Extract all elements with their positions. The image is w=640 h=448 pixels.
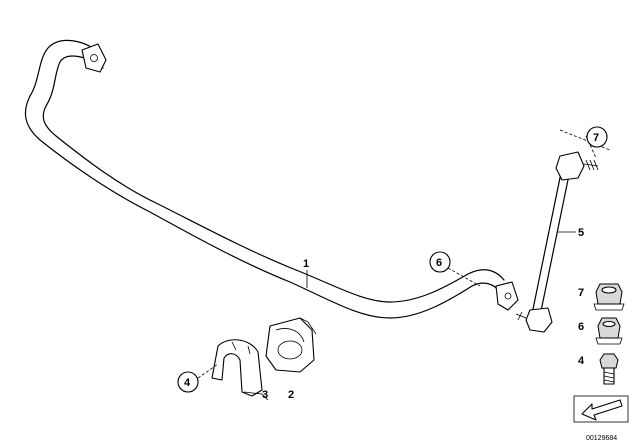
bolt-icon: [599, 353, 619, 385]
callout-6: 6: [429, 251, 481, 287]
collar-nut-icon: [595, 317, 623, 345]
callout-1-label: 1: [303, 258, 309, 270]
fastener-legend: 7 6 4: [573, 283, 629, 423]
callout-2: 2: [288, 389, 294, 401]
diagram-id: 00129684: [586, 435, 617, 442]
callout-3-label: 3: [262, 389, 268, 401]
clamp-bracket: [211, 339, 269, 401]
callout-5: 5: [558, 227, 584, 239]
callout-7: 7: [559, 126, 611, 159]
flange-nut-icon: [593, 283, 625, 311]
callout-2-label: 2: [288, 389, 294, 401]
callout-5-label: 5: [578, 227, 584, 239]
callout-4: 4: [177, 363, 219, 393]
callout-4-label: 4: [184, 377, 191, 389]
legend-4-label: 4: [578, 355, 585, 367]
callout-6-label: 6: [436, 257, 442, 269]
stabilizer-bar: [24, 39, 519, 319]
direction-arrow-icon: [573, 395, 629, 423]
callout-1: 1: [303, 258, 309, 288]
callout-7-label: 7: [593, 132, 599, 144]
legend-6-label: 6: [578, 321, 584, 333]
stabilizer-link: [515, 151, 599, 333]
rubber-mounting: [265, 317, 317, 373]
legend-7-label: 7: [578, 287, 584, 299]
callout-3: 3: [262, 389, 268, 401]
